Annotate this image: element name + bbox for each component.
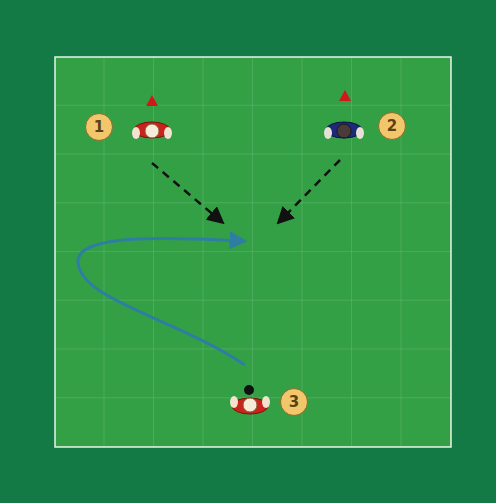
- ball: [244, 385, 254, 395]
- pitch: [55, 57, 451, 447]
- player-red: [230, 396, 270, 414]
- pitch-grid: [55, 57, 451, 447]
- run-arrow: [279, 160, 340, 222]
- run-arrow: [152, 163, 222, 222]
- player-blue: [324, 122, 364, 139]
- pitch-border: [55, 57, 451, 447]
- callout-number: 2: [378, 112, 406, 140]
- dribble-arrow: [78, 238, 245, 365]
- cone: [339, 90, 351, 101]
- callout-number: 3: [280, 388, 308, 416]
- player-red: [132, 122, 172, 139]
- callout-number: 1: [85, 113, 113, 141]
- cone: [146, 95, 158, 106]
